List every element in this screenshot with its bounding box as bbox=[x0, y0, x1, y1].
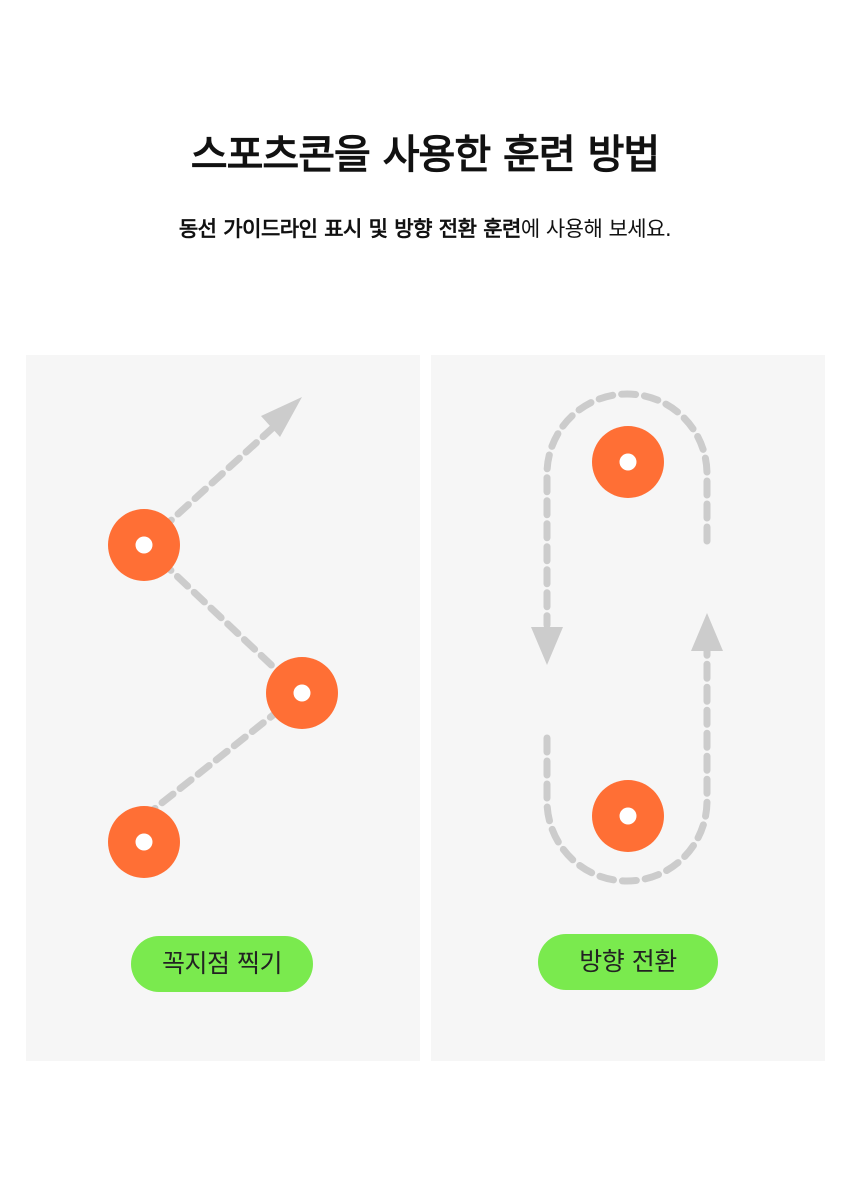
panel-vertex-touch: 꼭지점 찍기 bbox=[26, 355, 420, 1061]
page-subtitle: 동선 가이드라인 표시 및 방향 전환 훈련에 사용해 보세요. bbox=[0, 213, 850, 243]
cone-bottom bbox=[592, 780, 664, 852]
page-title: 스포츠콘을 사용한 훈련 방법 bbox=[190, 132, 660, 178]
subtitle-emphasis: 동선 가이드라인 표시 및 방향 전환 훈련 bbox=[178, 217, 522, 241]
dashed-path-lines bbox=[140, 419, 305, 821]
dashed-path-lines bbox=[543, 390, 711, 885]
path-loop-top bbox=[543, 390, 711, 629]
label-direction-change: 방향 전환 bbox=[538, 934, 718, 990]
arrow-head-icon bbox=[261, 397, 302, 437]
arrow-up-icon bbox=[691, 613, 723, 651]
path-loop-bottom bbox=[543, 647, 711, 885]
arrow-down-icon bbox=[531, 627, 563, 665]
panel-direction-change: 방향 전환 bbox=[431, 355, 825, 1061]
label-vertex-touch: 꼭지점 찍기 bbox=[131, 936, 313, 992]
cone-bottom-left bbox=[108, 806, 180, 878]
cone-top bbox=[592, 426, 664, 498]
loop-path-diagram bbox=[531, 390, 723, 885]
zigzag-path-diagram bbox=[108, 397, 338, 878]
cone-middle-right bbox=[266, 657, 338, 729]
subtitle-rest: 에 사용해 보세요. bbox=[520, 217, 672, 241]
cone-top-left bbox=[108, 509, 180, 581]
